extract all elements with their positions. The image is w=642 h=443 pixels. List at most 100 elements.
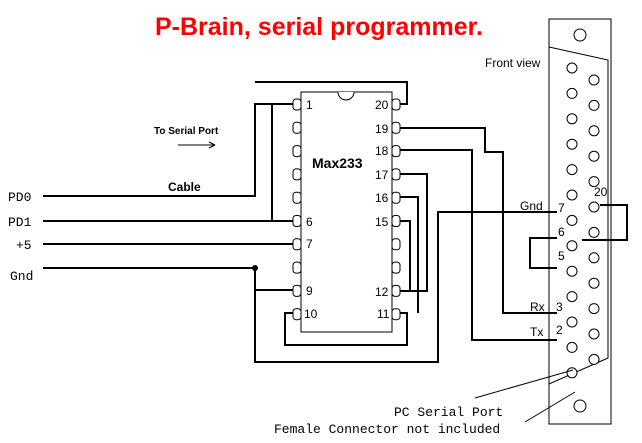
chip-right-pin — [391, 121, 401, 134]
chip-right-pin — [391, 261, 401, 274]
db25-pin-hole-icon — [588, 328, 600, 340]
db25-pin-hole-icon — [566, 113, 578, 125]
chip-name: Max233 — [312, 155, 363, 171]
wire-pin17-pin12 — [400, 173, 428, 292]
chip-left-pin — [292, 145, 302, 158]
db25-pin-hole-icon — [566, 62, 578, 74]
db25-pin-hole-icon — [566, 214, 578, 226]
chip-body — [300, 91, 393, 333]
db25-pin-hole-icon — [566, 138, 578, 150]
wire-pin19-rx — [400, 127, 557, 314]
db25-pin-hole-icon — [566, 291, 578, 303]
wire-pd1 — [43, 104, 273, 222]
chip-pin-12-label: 12 — [375, 285, 389, 299]
db25-pin-hole-icon — [566, 341, 578, 353]
footer-pointer-line-2 — [524, 391, 576, 423]
db25-pin-hole-icon — [588, 150, 600, 162]
db25-pin-hole-icon — [588, 176, 600, 188]
chip-pin-15-label: 15 — [375, 215, 389, 229]
chip-left-pin — [292, 98, 302, 111]
db25-pin-hole-icon — [566, 240, 578, 252]
db25-connector — [548, 18, 612, 425]
chip-right-pin — [391, 215, 401, 227]
chip-left-pin — [292, 168, 302, 181]
chip-left-pin — [292, 215, 302, 227]
chip-pin-11-label: 11 — [377, 307, 390, 321]
chip-right-pin — [391, 308, 401, 321]
wire-pin10-loop — [284, 312, 408, 346]
connector-pin-3-label: 3 — [556, 300, 563, 314]
chip-right-pin — [391, 98, 401, 111]
chip-pin-10-label: 10 — [304, 307, 318, 321]
db25-pin-hole-icon — [566, 316, 578, 328]
chip-right-pin — [391, 284, 401, 297]
connector-pin-5-label: 5 — [558, 249, 565, 263]
wire-pin16-pin11 — [400, 196, 419, 313]
gnd-junction-dot — [252, 265, 258, 271]
db25-pin-hole-icon — [588, 74, 600, 86]
connector-pin-2-label: 2 — [556, 323, 563, 337]
wire-pd0 — [43, 103, 293, 197]
max233-chip: Max233 — [292, 91, 401, 333]
db25-pin-hole-icon — [588, 303, 600, 315]
chip-right-pin — [391, 191, 401, 204]
chip-pin-7-label: 7 — [306, 237, 313, 251]
chip-left-pin — [292, 308, 302, 321]
db25-pin-hole-icon — [566, 189, 578, 201]
cable-label: Cable — [168, 180, 201, 194]
chip-notch — [337, 91, 355, 101]
signal-gnd-label: Gnd — [10, 269, 33, 284]
wiring — [43, 81, 628, 363]
chip-pin-1-label: 1 — [306, 98, 313, 112]
connector-pin-6-label: 6 — [558, 225, 565, 239]
chip-right-pin — [391, 238, 401, 251]
db25-pin-hole-icon — [566, 265, 578, 277]
db25-pin-hole-icon — [566, 367, 578, 379]
db25-pin-holes — [566, 62, 600, 379]
mount-hole-bottom-icon — [573, 399, 587, 413]
db25-pin-hole-icon — [588, 125, 600, 137]
chip-left-pin — [292, 238, 302, 251]
chip-left-pin — [292, 121, 302, 134]
chip-pin-16-label: 16 — [375, 191, 389, 205]
direction-arrow-icon — [178, 141, 216, 149]
wire-pin15-stub — [400, 220, 411, 290]
signal-pd1-label: PD1 — [8, 215, 32, 230]
front-view-label: Front view — [485, 56, 541, 70]
chip-pin-18-label: 18 — [375, 144, 389, 158]
wire-top-loop — [255, 81, 408, 105]
db25-pin-hole-icon — [588, 226, 600, 238]
diagram-title: P-Brain, serial programmer. — [155, 13, 483, 41]
connector-rx-label: Rx — [530, 300, 545, 314]
footer-line-1: PC Serial Port — [394, 405, 503, 420]
connector-pin-7-label: 7 — [558, 201, 565, 215]
chip-pin-19-label: 19 — [375, 122, 389, 136]
mount-hole-top-icon — [573, 28, 587, 42]
connector-pin-20-label: 20 — [594, 185, 608, 199]
chip-pins — [292, 98, 401, 321]
to-serial-port-label: To Serial Port — [154, 126, 219, 137]
signal-plus5-label: +5 — [16, 238, 32, 253]
db25-pin-hole-icon — [588, 99, 600, 111]
connector-gnd-label: Gnd — [520, 199, 543, 213]
wire-conn-6-5 — [529, 237, 557, 269]
db25-pin-hole-icon — [588, 277, 600, 289]
chip-right-pin — [391, 168, 401, 181]
chip-left-pin — [292, 261, 302, 274]
db25-pin-hole-icon — [588, 353, 600, 365]
chip-right-pin — [391, 145, 401, 158]
signal-pd0-label: PD0 — [8, 190, 31, 205]
chip-pin-9-label: 9 — [306, 284, 313, 298]
wire-conn-20-6 — [582, 204, 628, 241]
connector-tx-label: Tx — [530, 325, 543, 339]
wire-pin18-tx — [400, 149, 557, 341]
chip-left-pin — [292, 191, 302, 204]
chip-pin-6-label: 6 — [306, 215, 313, 229]
footer-pointer-line-1 — [474, 369, 574, 399]
chip-pin-17-label: 17 — [375, 168, 389, 182]
db25-pin-hole-icon — [588, 252, 600, 264]
chip-pin-20-label: 20 — [375, 98, 389, 112]
footer-line-2: Female Connector not included — [274, 422, 500, 437]
chip-left-pin — [292, 284, 302, 297]
